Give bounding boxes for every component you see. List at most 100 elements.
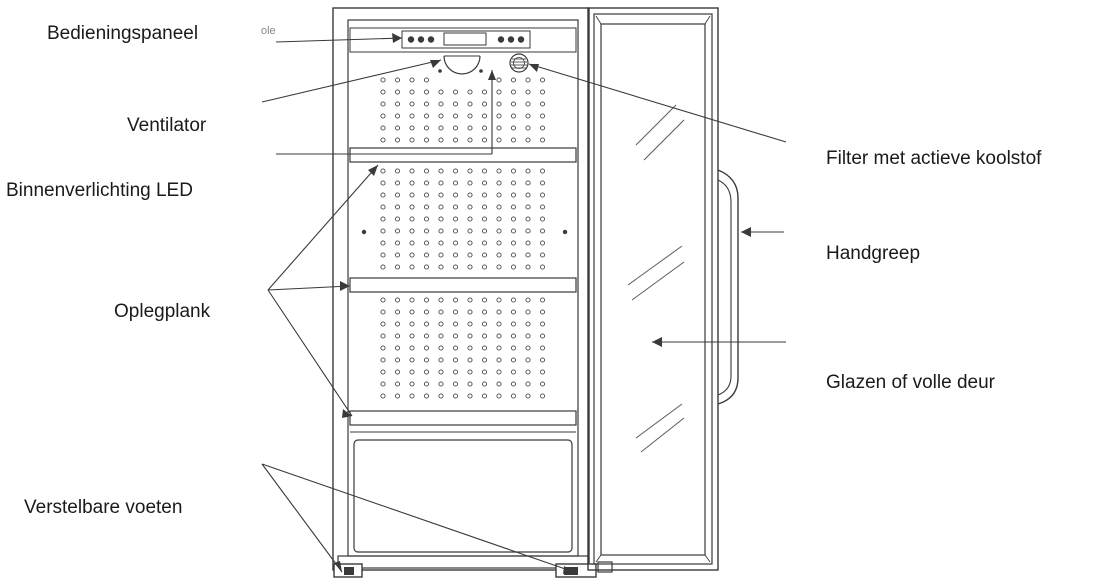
perforation-hole (467, 204, 473, 210)
perforation-hole (510, 216, 517, 222)
perforation-hole (496, 125, 502, 131)
perforation-hole (380, 321, 386, 327)
perforation-hole (496, 264, 502, 270)
perforation-hole (438, 297, 444, 303)
perforation-hole (467, 345, 473, 351)
perforation-hole (525, 369, 531, 375)
perforation-hole (525, 228, 531, 234)
perforation-hole (438, 101, 444, 107)
perforation-hole (525, 204, 531, 210)
perforation-hole (510, 357, 517, 363)
perforation-hole (467, 264, 473, 270)
perforation-hole (481, 393, 488, 399)
perforation-hole (510, 333, 517, 339)
perforation-hole (452, 137, 459, 143)
perforation-hole (496, 101, 502, 107)
perforation-hole (539, 345, 546, 351)
perforation-hole (481, 180, 488, 186)
perforation-hole (423, 125, 430, 131)
arrowheads (334, 33, 751, 574)
perforation-hole (423, 393, 430, 399)
perforation-hole (539, 381, 546, 387)
glass-reflections (627, 104, 685, 453)
perforation-hole (380, 393, 386, 399)
perforation-hole (496, 357, 502, 363)
perforation-hole (409, 216, 415, 222)
perforation-hole (452, 381, 459, 387)
perforation-hole (409, 357, 415, 363)
label-binnenverlichting: Binnenverlichting LED (6, 180, 193, 201)
perforation-hole (481, 168, 488, 174)
perforation-hole (525, 137, 531, 143)
perforation-hole (510, 381, 517, 387)
perforation-hole (452, 113, 459, 119)
perforation-hole (409, 113, 415, 119)
perforation-hole (467, 393, 473, 399)
perforation-hole (423, 137, 430, 143)
perforation-hole (496, 137, 502, 143)
perforation-hole (394, 89, 401, 95)
perforation-hole (394, 113, 401, 119)
perforation-hole (496, 381, 502, 387)
perforation-hole (409, 381, 415, 387)
perforation-hole (423, 89, 430, 95)
perforation-hole (539, 369, 546, 375)
perforation-hole (525, 168, 531, 174)
perforation-hole (452, 125, 459, 131)
perforation-hole (380, 77, 386, 83)
perforation-hole (409, 192, 415, 198)
perforation-hole (539, 204, 546, 210)
perforation-hole (380, 180, 386, 186)
perforation-hole (525, 357, 531, 363)
perforation-hole (438, 252, 444, 258)
perforation-hole (539, 309, 546, 315)
perforation-hole (394, 216, 401, 222)
perforation-hole (423, 228, 430, 234)
label-oplegplank: Oplegplank (114, 301, 211, 322)
perforation-hole (539, 297, 546, 303)
perforation-hole (452, 192, 459, 198)
perforation-hole (438, 357, 444, 363)
perforation-hole (496, 228, 502, 234)
perforation-hole (438, 228, 444, 234)
perforation-hole (467, 216, 473, 222)
perforation-hole (481, 216, 488, 222)
perforation-hole (423, 77, 430, 83)
control-display (443, 32, 487, 46)
perforation-hole (539, 393, 546, 399)
perforation-hole (380, 113, 386, 119)
perforation-hole (394, 381, 401, 387)
perforation-hole (438, 192, 444, 198)
label-ventilator: Ventilator (127, 115, 207, 136)
perforation-hole (481, 204, 488, 210)
perforation-hole (409, 345, 415, 351)
perforation-hole (438, 321, 444, 327)
perforation-hole (394, 252, 401, 258)
perforation-hole (510, 113, 517, 119)
perforation-hole (481, 113, 488, 119)
perforation-hole (452, 345, 459, 351)
perforation-hole (510, 264, 517, 270)
perforation-hole (409, 252, 415, 258)
perforation-hole (539, 357, 546, 363)
perforation-hole (409, 168, 415, 174)
perforation-hole (467, 381, 473, 387)
perforation-hole (394, 309, 401, 315)
perforation-hole (409, 297, 415, 303)
perforation-hole (438, 113, 444, 119)
perforation-hole (481, 357, 488, 363)
perforation-hole (438, 125, 444, 131)
perforation-hole (409, 180, 415, 186)
perforation-hole (452, 89, 459, 95)
perforation-hole (394, 204, 401, 210)
perforation-hole (438, 180, 444, 186)
perforation-hole (525, 393, 531, 399)
perforation-hole (467, 101, 473, 107)
label-filter: Filter met actieve koolstof (826, 148, 1042, 169)
label-handgreep: Handgreep (826, 243, 921, 264)
door-middle-frame (593, 13, 713, 565)
perforation-hole (380, 216, 386, 222)
perforation-hole (510, 137, 517, 143)
perforation-hole (496, 297, 502, 303)
perforation-hole (394, 180, 401, 186)
